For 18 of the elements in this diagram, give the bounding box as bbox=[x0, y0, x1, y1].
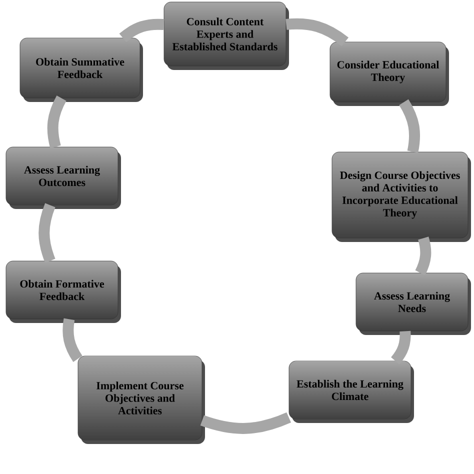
process-box: Implement Course Objectives and Activities bbox=[78, 356, 205, 444]
process-box: Establish the Learning Climate bbox=[288, 360, 414, 423]
process-box: Assess Learning Needs bbox=[356, 272, 471, 335]
ring-segment bbox=[62, 318, 82, 362]
process-box: Consult Content Experts and Established Standards bbox=[164, 2, 289, 70]
process-box: Design Course Objectives and Activities to Incorporate Educational Theory bbox=[332, 152, 471, 242]
process-box: Obtain Summative Feedback bbox=[20, 38, 143, 102]
process-box: Consider Educational Theory bbox=[330, 42, 449, 106]
ring-segment bbox=[47, 96, 66, 148]
ring-segment bbox=[119, 18, 164, 42]
ring-segment bbox=[286, 18, 348, 46]
ring-segment bbox=[200, 412, 291, 434]
ring-segment bbox=[415, 236, 432, 276]
process-box: Obtain Formative Feedback bbox=[6, 260, 121, 323]
process-box: Assess Learning Outcomes bbox=[6, 146, 121, 209]
ring-segment bbox=[38, 203, 56, 263]
ring-segment bbox=[390, 331, 411, 364]
ring-segment bbox=[399, 99, 420, 153]
